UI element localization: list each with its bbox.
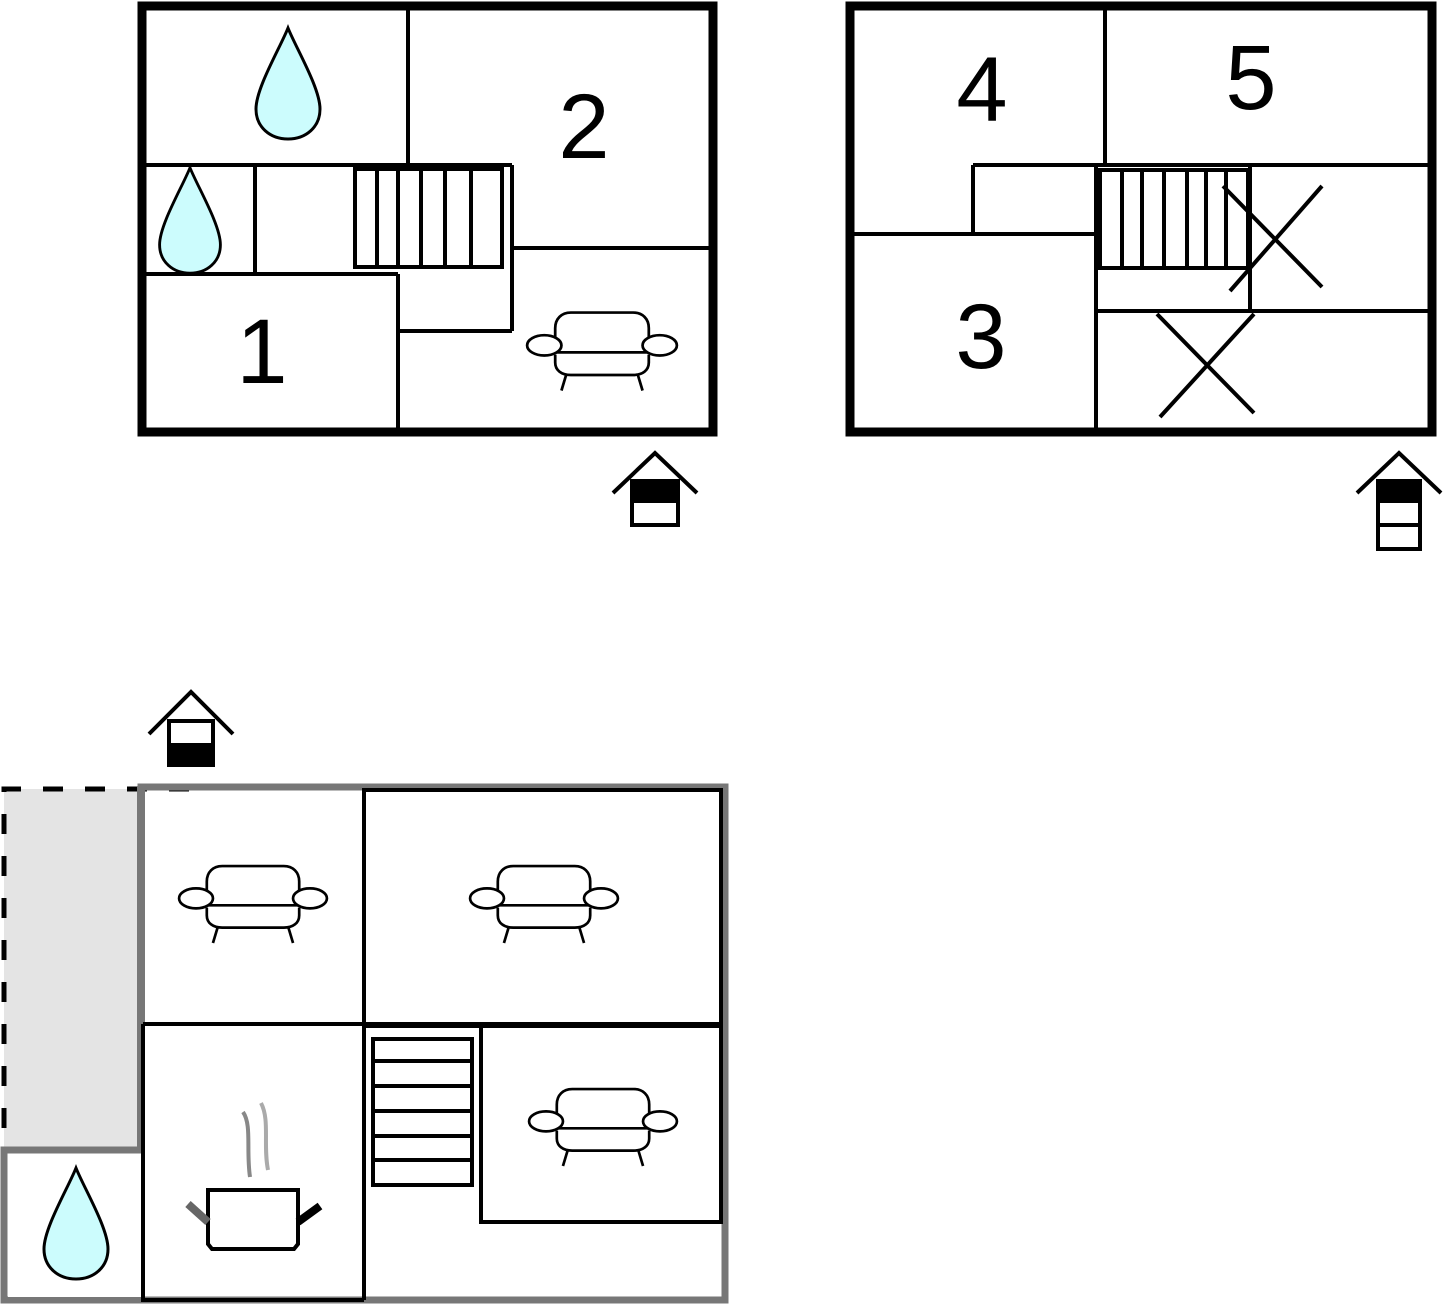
floor-indicator-icon (147, 689, 235, 767)
room-label-1: 1 (236, 301, 287, 403)
staircase-icon (353, 167, 504, 269)
void-cross-icon (1155, 312, 1256, 419)
sofa-icon (527, 1087, 679, 1168)
void-cross-icon (1221, 184, 1324, 293)
staircase-icon (1098, 168, 1250, 270)
room-label-4: 4 (956, 39, 1007, 141)
floor-indicator-icon (611, 450, 699, 527)
interior-walls (141, 788, 723, 1302)
first-floor-plan: 1 2 (137, 1, 718, 527)
kitchen-pot-icon (185, 1102, 323, 1251)
terrace-area (4, 789, 141, 1149)
room-label-5: 5 (1225, 27, 1276, 129)
staircase-icon (371, 1037, 474, 1187)
ground-floor-plan (0, 689, 729, 1304)
interior-walls (142, 6, 713, 432)
terrace-dashed-outline (1, 786, 190, 1170)
second-floor-plan: 3 4 5 (845, 1, 1443, 551)
floor-indicator-icon (1355, 450, 1443, 551)
sofa-icon (177, 864, 329, 945)
room-label-3: 3 (955, 286, 1006, 388)
room-label-2: 2 (558, 76, 609, 178)
sofa-icon (468, 864, 620, 945)
